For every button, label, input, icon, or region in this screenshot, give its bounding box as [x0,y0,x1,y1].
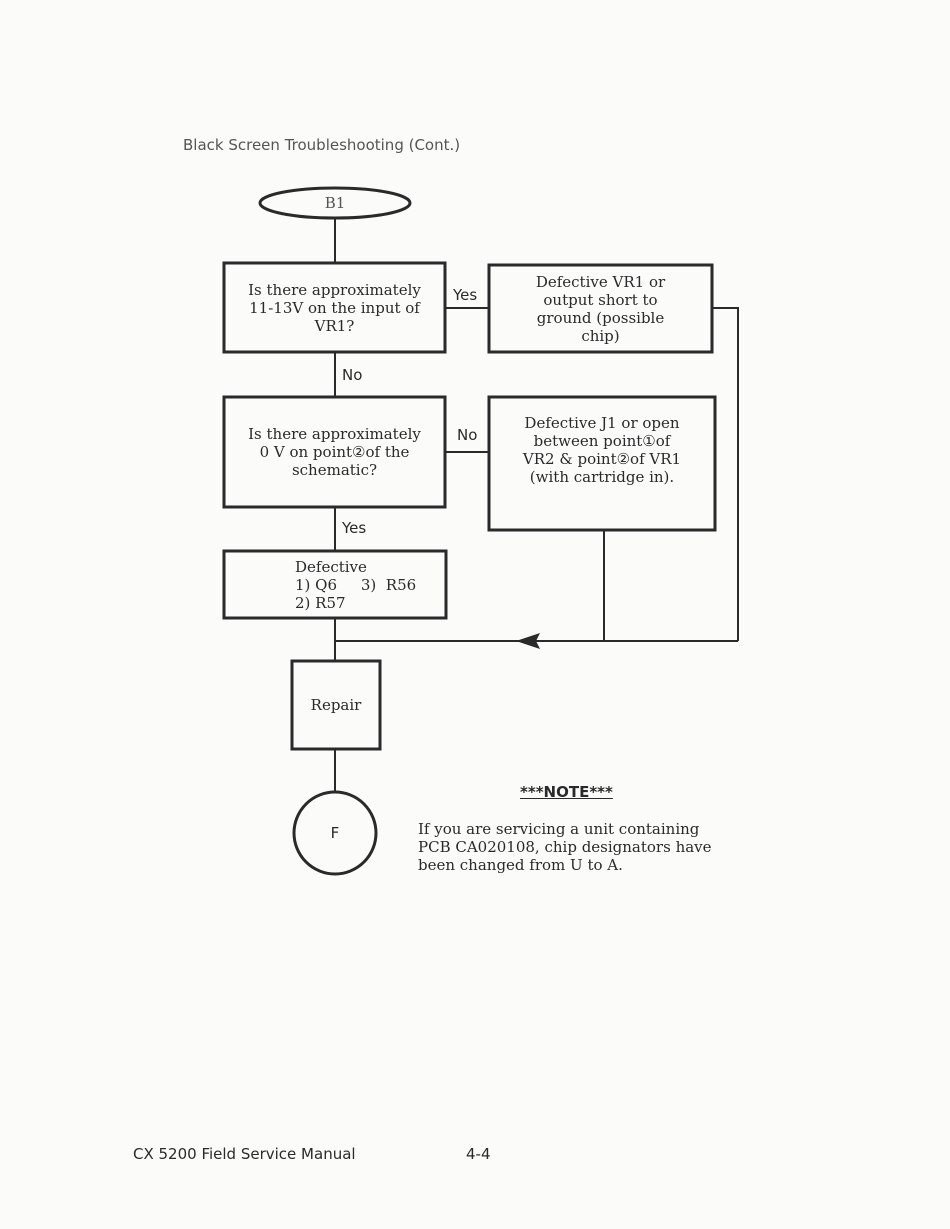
note-body: If you are servicing a unit containing P… [418,820,748,874]
footer-manual-title: CX 5200 Field Service Manual [133,1145,356,1163]
end-label: F [330,824,340,842]
note-line: PCB CA020108, chip designators have [418,838,712,856]
q2-text: Is there approximately 0 V on point②of t… [248,425,421,479]
q1-yes-result: Defective VR1 or output short to ground … [535,272,666,345]
end-terminal [292,790,378,876]
q2-no-label: No [457,426,478,444]
repair-label: Repair [310,696,362,714]
q2-yes-label: Yes [342,519,367,537]
q2-no-result: Defective J1 or open between point①of VR… [522,414,682,486]
merge-arrow [516,633,540,649]
note-title: ***NOTE*** [520,783,613,801]
q1-text: Is there approximately 11-13V on the inp… [248,280,421,335]
q2-no-box [487,395,717,532]
q1-yes-label: Yes [453,286,478,304]
footer-page-number: 4-4 [466,1145,491,1163]
start-label: B1 [324,194,346,212]
page-heading: Black Screen Troubleshooting (Cont.) [183,136,461,154]
note-line: been changed from U to A. [418,856,623,874]
defective-text: Defective 1) Q6 3) R56 2) R57 [295,557,417,612]
q1-no-label: No [342,366,363,384]
note-line: If you are servicing a unit containing [418,820,700,838]
